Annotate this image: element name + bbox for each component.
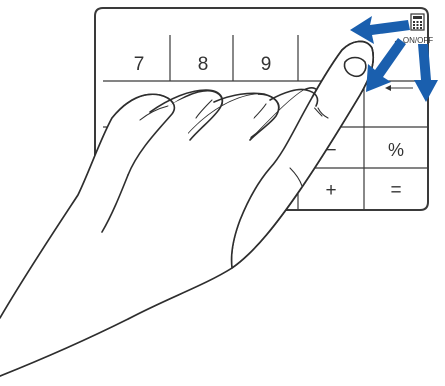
key-9[interactable]: 9 xyxy=(261,54,272,75)
hand-outline-front xyxy=(0,40,375,377)
key-minus[interactable]: − xyxy=(325,140,336,161)
calculator-icon[interactable] xyxy=(410,13,425,31)
key-8[interactable]: 8 xyxy=(198,54,209,75)
toggle-label: ON/OFF xyxy=(403,36,433,45)
key-7[interactable]: 7 xyxy=(134,54,145,75)
arrow-down-icon xyxy=(414,44,438,102)
key-equals[interactable]: = xyxy=(390,180,401,201)
palm xyxy=(0,90,318,376)
key-percent[interactable]: % xyxy=(388,140,404,160)
key-plus[interactable]: + xyxy=(325,180,336,201)
arrow-down-left-icon xyxy=(366,38,406,92)
small-arrow-left-icon xyxy=(385,85,413,91)
arrow-left-icon xyxy=(350,16,410,44)
